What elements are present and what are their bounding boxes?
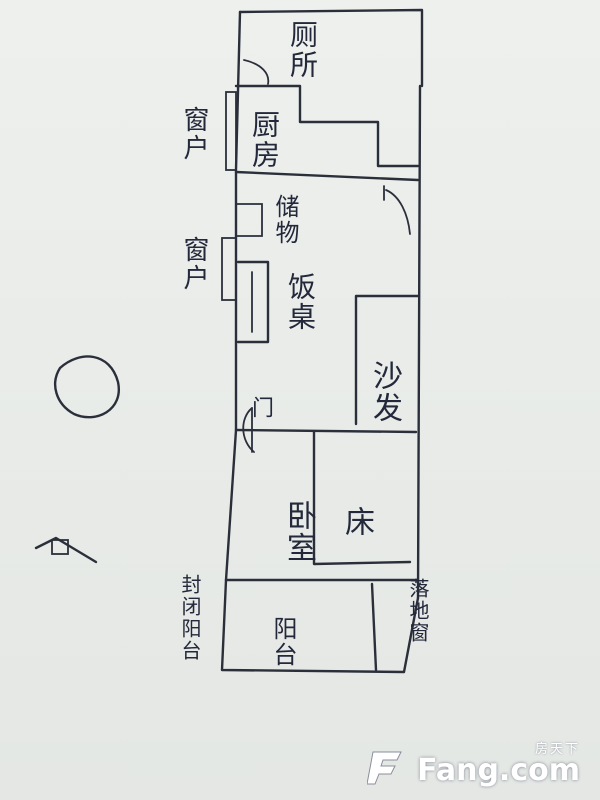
kitchen-divider <box>234 170 420 182</box>
dining-table-shape <box>236 260 270 344</box>
outer-wall-left-lower <box>224 428 238 582</box>
window-label-mid: 窗户 <box>179 236 209 292</box>
fang-watermark: 房天下 Fang.com <box>366 741 580 788</box>
sofa-shape <box>354 294 420 426</box>
sofa-label: 沙发 <box>367 360 402 424</box>
mid-window-sketch <box>221 237 237 301</box>
floor-window-label: 落地窗 <box>406 578 430 644</box>
toilet-wall <box>234 84 420 168</box>
bed-shape <box>312 430 412 566</box>
balcony-label: 阳台 <box>269 616 297 668</box>
bed-label: 床 <box>339 506 374 538</box>
main-door-arc <box>242 407 255 453</box>
toilet-label: 厕所 <box>286 20 319 80</box>
plan-symbol <box>54 355 121 419</box>
kitchen-window-sketch <box>225 91 237 171</box>
fang-logo-icon <box>366 742 411 786</box>
outer-wall-left-upper <box>234 10 242 432</box>
bedroom-top-wall <box>234 428 418 434</box>
watermark-english: Fang.com <box>417 752 580 788</box>
kitchen-label: 厨房 <box>248 110 281 170</box>
watermark-chinese: 房天下 <box>534 741 580 757</box>
household-symbol-box <box>51 539 69 555</box>
outer-wall-top <box>238 8 424 88</box>
window-label-top: 窗户 <box>179 106 209 162</box>
door-label: 门 <box>248 396 273 420</box>
bedroom-label: 卧室 <box>281 500 316 564</box>
household-symbol <box>34 536 98 564</box>
storage-box <box>235 203 263 237</box>
storage-label: 储物 <box>271 194 299 246</box>
enclosed-balcony-label: 封闭阳台 <box>178 574 202 662</box>
toilet-door-arc <box>243 59 270 85</box>
dining-table-label: 饭桌 <box>284 272 317 332</box>
floor-window-line <box>370 582 378 672</box>
kitchen-door-arc <box>385 189 411 235</box>
balcony-outline <box>220 578 420 674</box>
outer-wall-right <box>416 84 422 600</box>
